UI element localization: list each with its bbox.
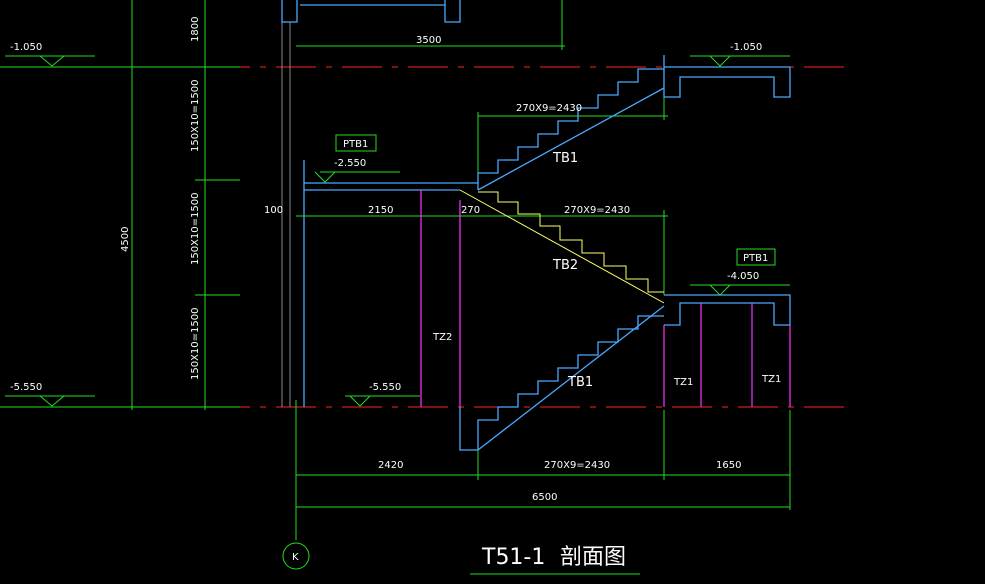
dimension-lines bbox=[0, 0, 791, 575]
ptb-left-box bbox=[335, 134, 377, 152]
dim-h-small: 100 bbox=[264, 205, 283, 216]
dim-v-flight3: 150X10=1500 bbox=[190, 308, 201, 381]
dim-h-total: 6500 bbox=[532, 492, 557, 503]
wall-lines bbox=[281, 0, 291, 407]
dim-h-bottom-right: 1650 bbox=[716, 460, 741, 471]
label-tz2: TZ2 bbox=[432, 332, 452, 343]
dim-h-bottom-left: 2420 bbox=[378, 460, 403, 471]
dim-h-step: 270 bbox=[461, 205, 480, 216]
axis-label: K bbox=[292, 552, 299, 563]
stair-structure bbox=[281, 0, 791, 451]
columns bbox=[420, 190, 791, 407]
level-bottom-mid: -5.550 bbox=[369, 382, 401, 393]
level-mid-right: -4.050 bbox=[727, 271, 759, 282]
dim-v-flight2: 150X10=1500 bbox=[190, 193, 201, 266]
dim-v-top: 1800 bbox=[190, 17, 201, 42]
dim-h-bottom-mid: 270X9=2430 bbox=[544, 460, 610, 471]
dim-h-flight-mid: 270X9=2430 bbox=[564, 205, 630, 216]
label-tb2: TB2 bbox=[552, 258, 578, 273]
ptb-right-box bbox=[736, 248, 776, 266]
level-bottom-left: -5.550 bbox=[10, 382, 42, 393]
level-top-left: -1.050 bbox=[10, 42, 42, 53]
level-markers bbox=[39, 55, 731, 407]
level-top-right: -1.050 bbox=[730, 42, 762, 53]
label-tb1-lower: TB1 bbox=[567, 375, 593, 390]
label-tz1-b: TZ1 bbox=[761, 374, 781, 385]
level-mid-left: -2.550 bbox=[334, 158, 366, 169]
axis-bubble bbox=[282, 542, 310, 570]
drawing-title: T51-1 bbox=[481, 545, 545, 570]
label-ptb-left: PTB1 bbox=[343, 139, 368, 150]
dim-v-flight1: 150X10=1500 bbox=[190, 80, 201, 153]
dim-h-landing: 2150 bbox=[368, 205, 393, 216]
tb2-stairs bbox=[459, 189, 665, 304]
dim-v-total: 4500 bbox=[120, 227, 131, 252]
dim-h-flight-upper: 270X9=2430 bbox=[516, 103, 582, 114]
label-tb1-upper: TB1 bbox=[552, 151, 578, 166]
dim-h-top: 3500 bbox=[416, 35, 441, 46]
drawing-title-suffix: 剖面图 bbox=[560, 545, 626, 570]
label-tz1-a: TZ1 bbox=[673, 377, 693, 388]
label-ptb-right: PTB1 bbox=[743, 253, 768, 264]
